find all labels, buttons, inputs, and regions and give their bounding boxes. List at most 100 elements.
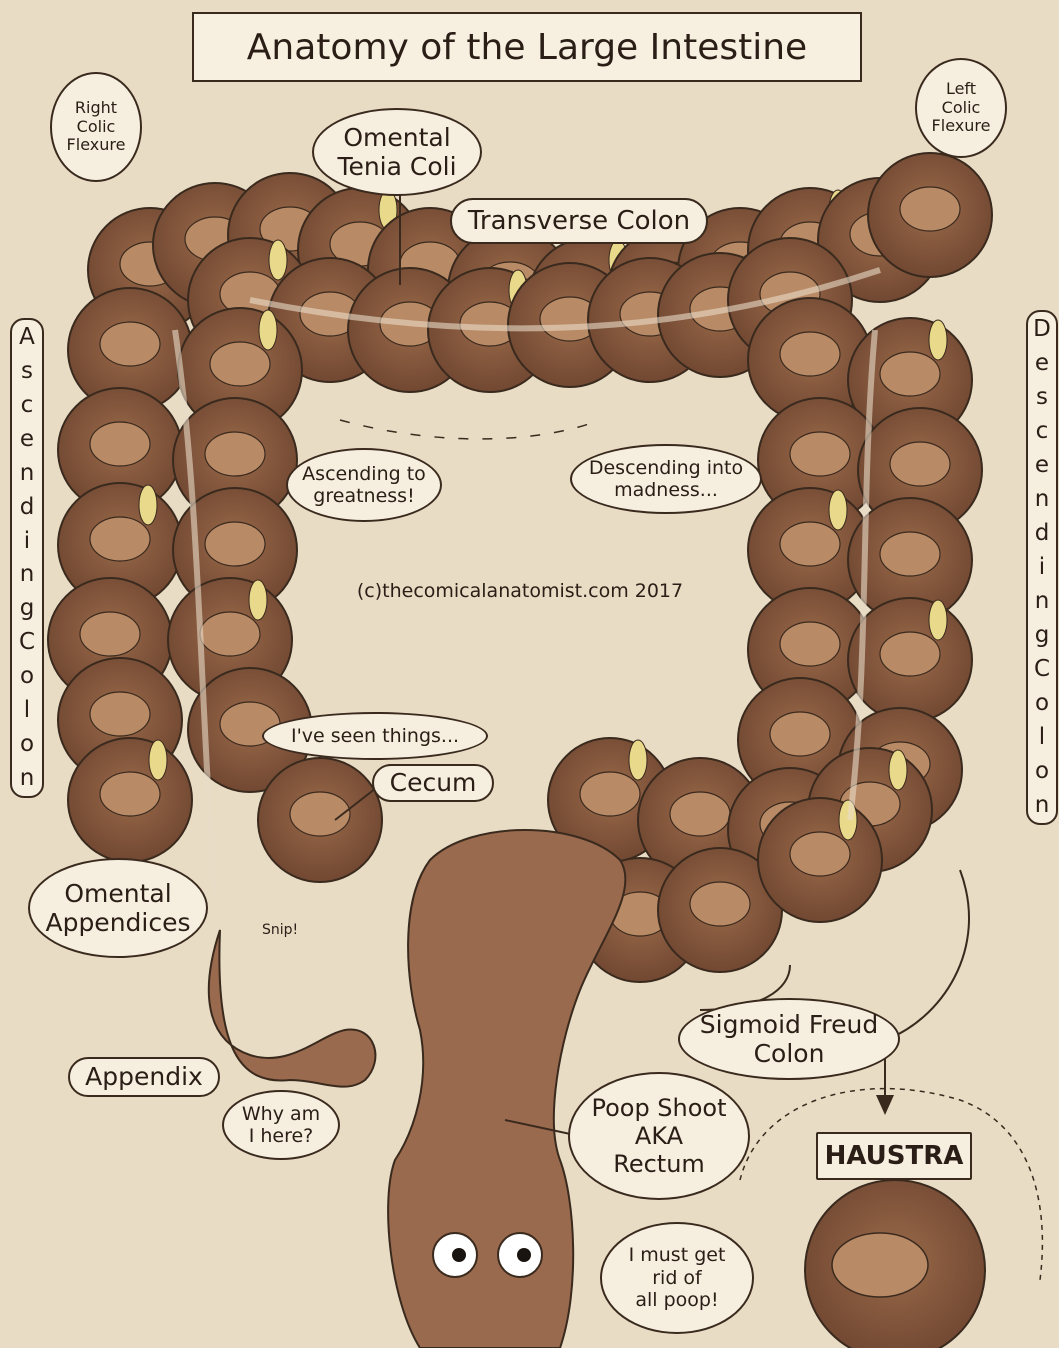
- left-colic-flexure-label: Left Colic Flexure: [915, 58, 1007, 158]
- omental-appendix-blob: [628, 739, 648, 781]
- sigmoid-colon-label: Sigmoid Freud Colon: [678, 998, 900, 1080]
- ascending-colon-letter: n: [19, 764, 35, 791]
- descending-colon-letter: n: [1034, 588, 1050, 614]
- label-line: Left: [945, 78, 977, 98]
- descending-colon-letter: n: [1034, 792, 1050, 818]
- descending-colon-letter: n: [1034, 486, 1050, 512]
- copyright-credit: (c)thecomicalanatomist.com 2017: [356, 580, 684, 602]
- ascending-colon-letter: l: [23, 697, 31, 724]
- arrow-haustra: [884, 869, 970, 1100]
- ascending-colon-letter: o: [19, 663, 35, 690]
- haustrum-face: [579, 771, 641, 817]
- haustrum-face: [204, 521, 266, 567]
- descending-colon-letter: s: [1036, 384, 1048, 410]
- label-line: Flexure: [66, 135, 126, 155]
- omental-tenia-coli-label: Omental Tenia Coli: [312, 108, 482, 196]
- haustra-example-face: [831, 1232, 929, 1298]
- speech-line: all poop!: [635, 1289, 719, 1312]
- haustrum-face: [89, 691, 151, 737]
- descending-colon-letter: o: [1034, 758, 1050, 784]
- descending-colon-letter: C: [1033, 656, 1051, 682]
- ascending-colon-letter: o: [19, 731, 35, 758]
- haustrum-face: [204, 431, 266, 477]
- speech-line: madness...: [614, 479, 718, 501]
- haustra-dashed-outline: [739, 1087, 1044, 1281]
- haustra-label: HAUSTRA: [816, 1132, 972, 1180]
- haustrum-face: [289, 791, 351, 837]
- arrow-rectum: [504, 1119, 576, 1136]
- omental-appendix-blob: [138, 484, 158, 526]
- speech-line: Why am: [241, 1102, 321, 1125]
- label-line: Appendices: [45, 908, 191, 937]
- label-line: Sigmoid Freud: [699, 1009, 879, 1039]
- omental-appendix-blob: [148, 739, 168, 781]
- label-line: Rectum: [613, 1150, 705, 1179]
- flow-arrows: [339, 419, 601, 440]
- descending-colon-letter: D: [1033, 316, 1051, 342]
- omental-appendix-blob: [248, 579, 268, 621]
- speech-line: Descending into: [588, 456, 744, 479]
- descending-colon-letter: e: [1034, 350, 1050, 376]
- haustrum-face: [209, 341, 271, 387]
- speech-ascending: Ascending to greatness!: [286, 448, 442, 522]
- haustrum-face: [199, 611, 261, 657]
- ascending-colon-letter: c: [20, 391, 34, 418]
- label-line: AKA: [634, 1121, 684, 1150]
- haustrum-face: [769, 711, 831, 757]
- tenia-coli-lines-3: [847, 329, 878, 821]
- omental-appendix-blob: [928, 599, 948, 641]
- haustrum-face: [779, 331, 841, 377]
- haustrum-face: [99, 321, 161, 367]
- label-line: Omental: [343, 122, 451, 152]
- descending-colon-letter: o: [1034, 690, 1050, 716]
- ascending-colon-letter: g: [19, 595, 35, 622]
- label-line: Tenia Coli: [337, 152, 457, 181]
- label-line: Omental: [64, 878, 172, 908]
- arrow-haustra-head: [876, 1095, 894, 1115]
- ascending-colon-letter: s: [21, 357, 33, 384]
- label-line: Colon: [753, 1039, 825, 1068]
- arrow-cecum: [334, 784, 381, 821]
- speech-descending: Descending into madness...: [570, 444, 762, 514]
- haustrum-face: [899, 186, 961, 232]
- descending-colon-letter: l: [1038, 724, 1046, 750]
- haustrum-face: [89, 421, 151, 467]
- label-line: Colic: [76, 116, 116, 136]
- ascending-colon-letter: i: [23, 527, 31, 554]
- speech-why-here: Why am I here?: [222, 1090, 340, 1160]
- descending-colon-letter: g: [1034, 622, 1050, 648]
- descending-colon-letter: c: [1035, 418, 1049, 444]
- haustrum-face: [99, 771, 161, 817]
- omental-appendix-blob: [928, 319, 948, 361]
- haustrum-face: [879, 531, 941, 577]
- haustrum-face: [789, 431, 851, 477]
- haustrum-face: [79, 611, 141, 657]
- ascending-colon-letter: C: [18, 629, 36, 656]
- tenia-coli-lines: [172, 329, 218, 901]
- speech-line: greatness!: [313, 485, 415, 507]
- speech-must-get-rid: I must get rid of all poop!: [600, 1222, 754, 1334]
- ascending-colon-letter: n: [19, 459, 35, 486]
- rectum-pupil: [452, 1248, 466, 1262]
- appendix-label: Appendix: [68, 1057, 220, 1097]
- ascending-colon-letter: e: [19, 425, 35, 452]
- omental-appendices-label: Omental Appendices: [28, 858, 208, 958]
- speech-line: I must get: [628, 1244, 726, 1267]
- haustrum-face: [779, 521, 841, 567]
- rectum-label: Poop Shoot AKA Rectum: [568, 1072, 750, 1200]
- cecum-label: Cecum: [372, 764, 494, 802]
- omental-appendix-blob: [888, 749, 908, 791]
- right-colic-flexure-label: Right Colic Flexure: [50, 72, 142, 182]
- label-line: Right: [74, 97, 118, 117]
- omental-appendix-blob: [268, 239, 288, 281]
- ascending-colon-letter: d: [19, 493, 35, 520]
- speech-line: I here?: [248, 1125, 314, 1147]
- omental-appendix-blob: [828, 489, 848, 531]
- transverse-colon-label: Transverse Colon: [450, 198, 708, 244]
- ascending-colon-letter: A: [19, 324, 35, 350]
- illustration-extras: [172, 190, 1044, 1348]
- haustrum-face: [669, 791, 731, 837]
- rectum-shape: [387, 829, 627, 1348]
